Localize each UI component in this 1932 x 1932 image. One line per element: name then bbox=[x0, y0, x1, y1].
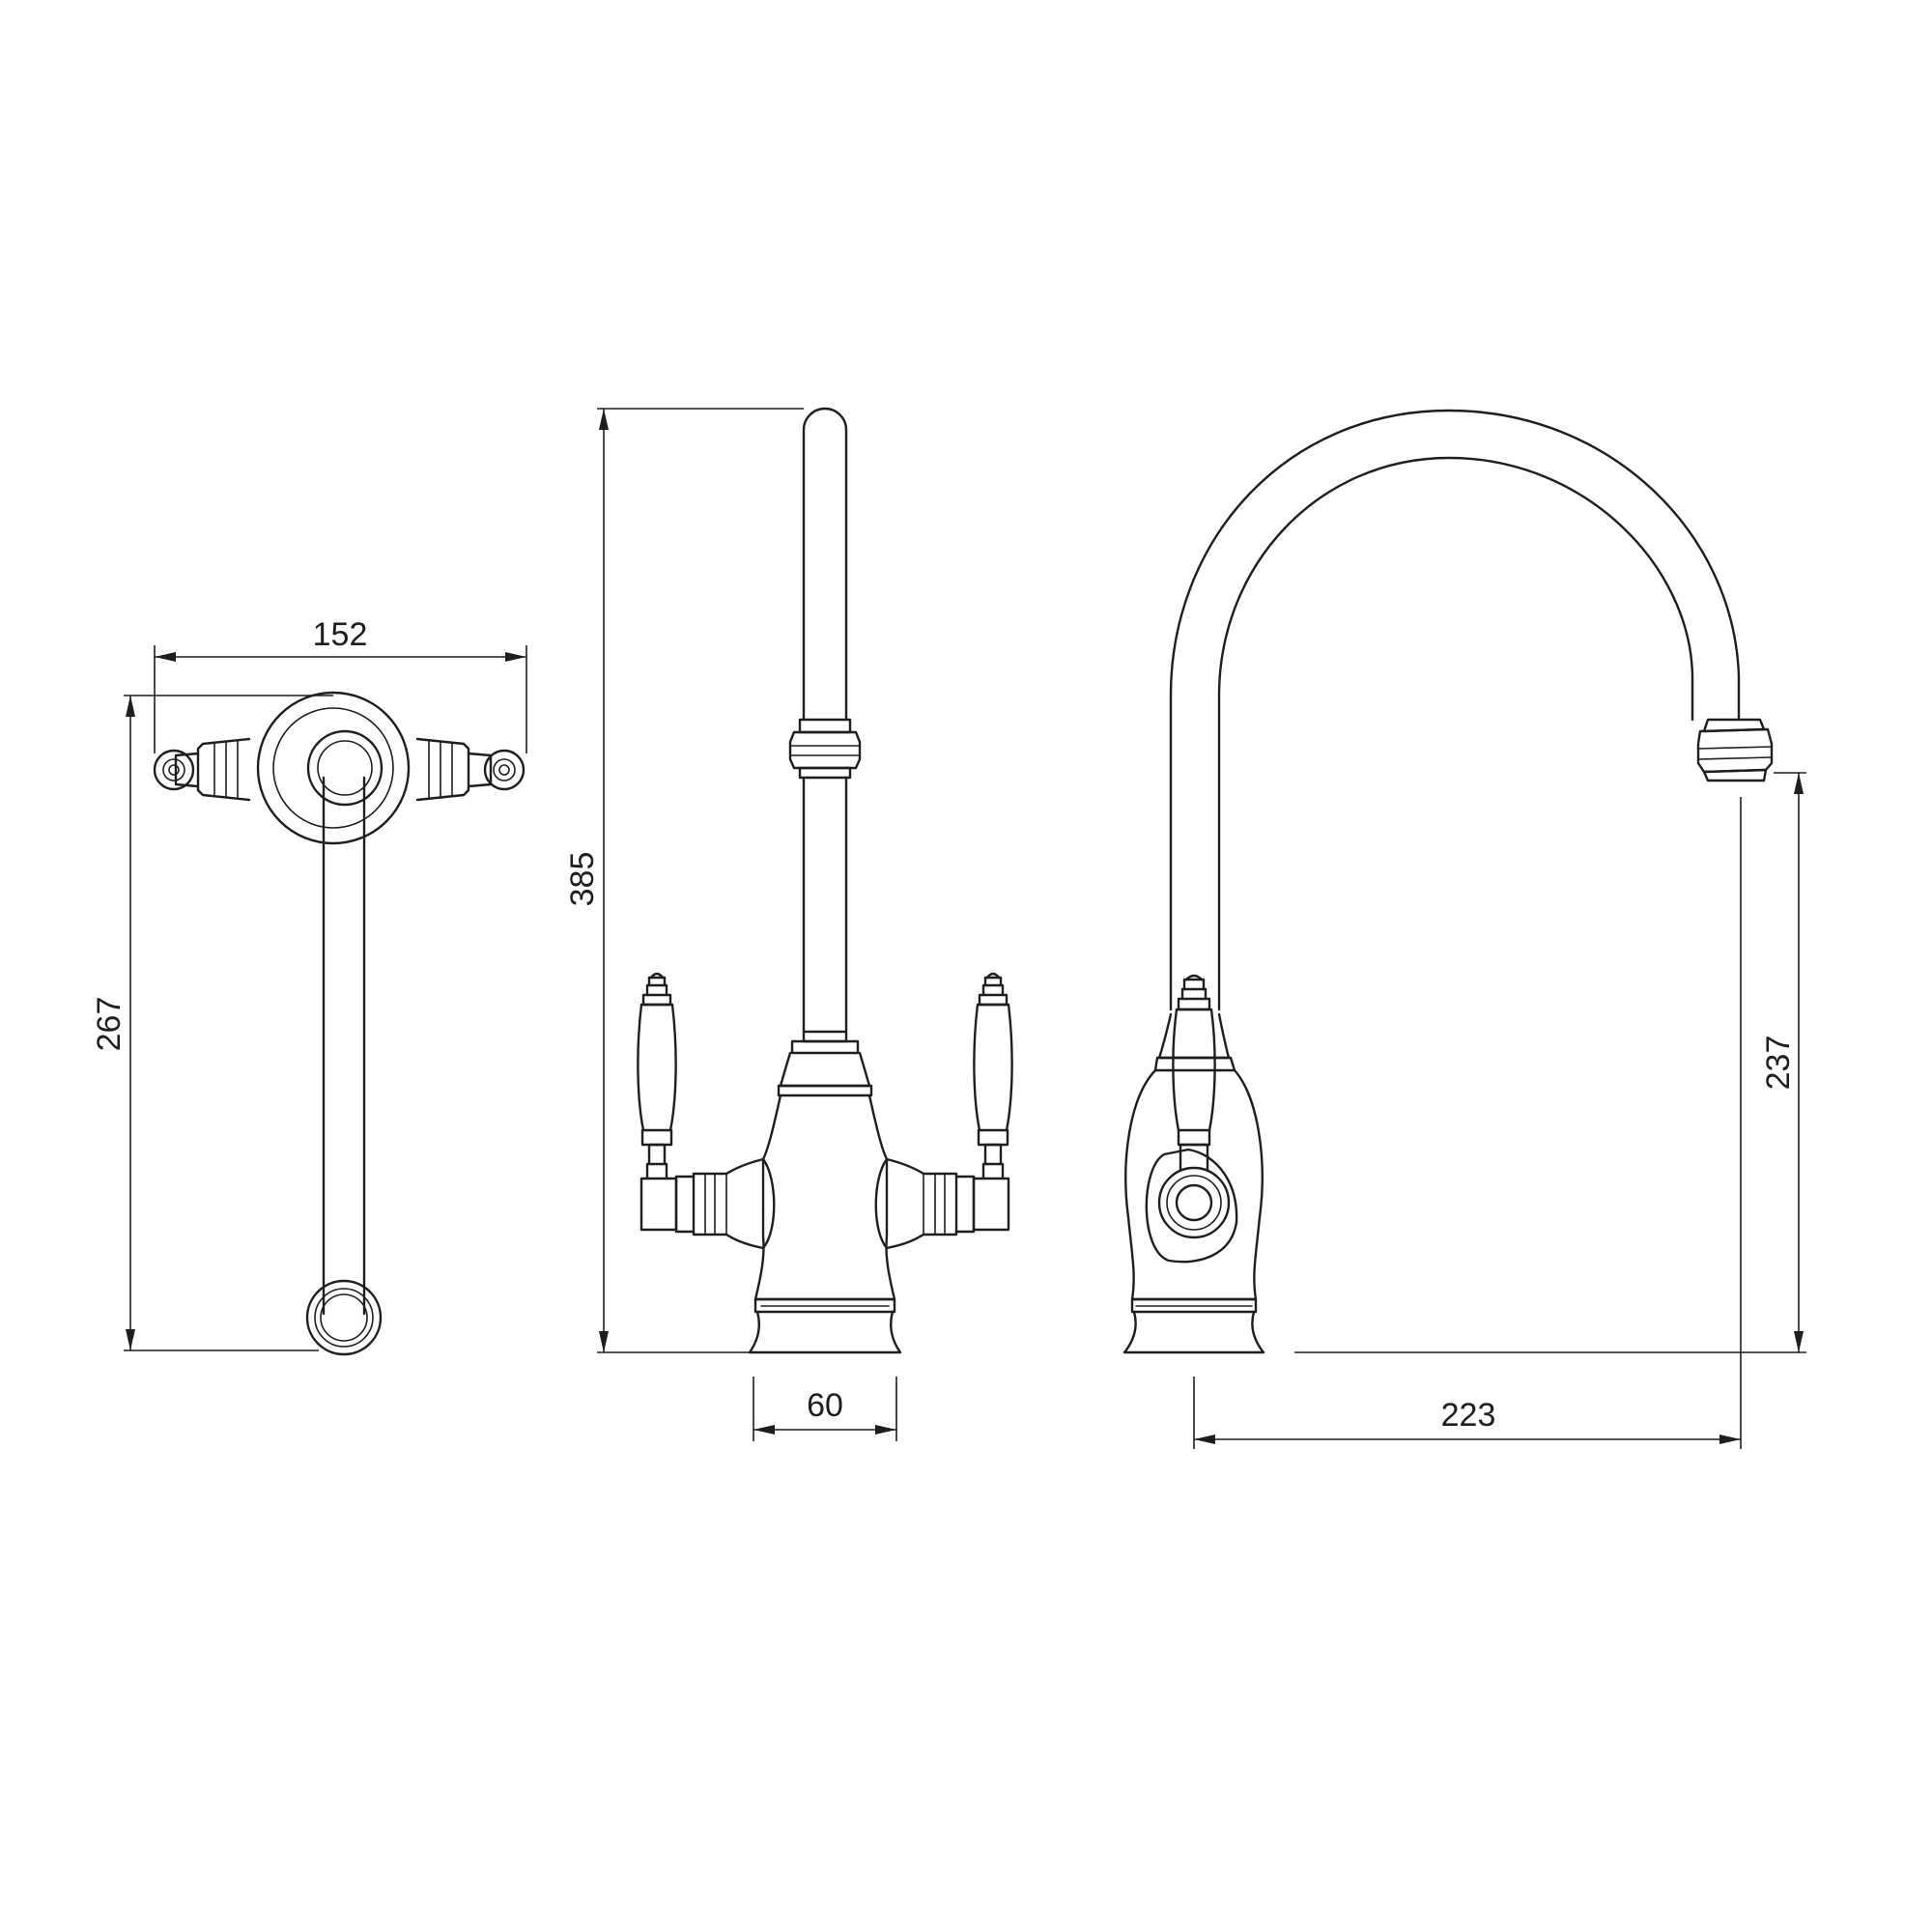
dimension-label-385: 385 bbox=[564, 852, 601, 907]
front-collar bbox=[798, 718, 852, 734]
front-left-lever-grip bbox=[637, 1003, 677, 1132]
plan-right-body bbox=[415, 737, 470, 802]
side-spout-inner bbox=[1217, 456, 1694, 1011]
plan-spout-root bbox=[306, 729, 384, 807]
side-base bbox=[1122, 1310, 1265, 1354]
front-right-lever bbox=[874, 972, 1013, 1250]
front-right-lever-stem bbox=[981, 1162, 1005, 1180]
front-spout-tube bbox=[802, 407, 848, 722]
plan-left-handle-tip bbox=[153, 749, 195, 791]
plan-spout-outlet bbox=[305, 1279, 383, 1356]
front-left-lever-stem bbox=[645, 1162, 668, 1180]
dimension-base-diameter: 60 bbox=[753, 1377, 897, 1441]
plan-base-rosette bbox=[256, 691, 411, 845]
front-body-shoulder bbox=[779, 1051, 871, 1088]
front-left-lever bbox=[637, 972, 776, 1250]
plan-left-body bbox=[196, 737, 251, 802]
dimension-label-237: 237 bbox=[1760, 1036, 1797, 1091]
front-body bbox=[753, 1094, 896, 1301]
front-right-lever-grip bbox=[973, 1003, 1013, 1132]
front-view bbox=[637, 407, 1013, 1354]
dimension-top-depth: 267 bbox=[91, 695, 333, 1351]
dimension-label-152: 152 bbox=[313, 616, 368, 653]
plan-right-handle-tip bbox=[483, 749, 526, 791]
dimension-label-267: 267 bbox=[91, 997, 128, 1052]
dimension-spout-clearance: 237 bbox=[1294, 772, 1806, 1353]
plan-view bbox=[153, 691, 526, 1356]
side-spout-outer bbox=[1169, 409, 1741, 1011]
side-handle-boss bbox=[1145, 1148, 1238, 1264]
dimension-spout-reach: 223 bbox=[1193, 797, 1742, 1449]
dimension-label-60: 60 bbox=[807, 1387, 843, 1424]
side-view bbox=[1122, 409, 1774, 1354]
dimension-top-width: 152 bbox=[154, 616, 527, 753]
dimension-overall-height: 385 bbox=[564, 408, 804, 1353]
plan-spout-arm bbox=[322, 776, 366, 1316]
front-base bbox=[748, 1310, 902, 1354]
dimension-label-223: 223 bbox=[1441, 1397, 1496, 1434]
plan-base-inner-ring bbox=[272, 707, 394, 829]
